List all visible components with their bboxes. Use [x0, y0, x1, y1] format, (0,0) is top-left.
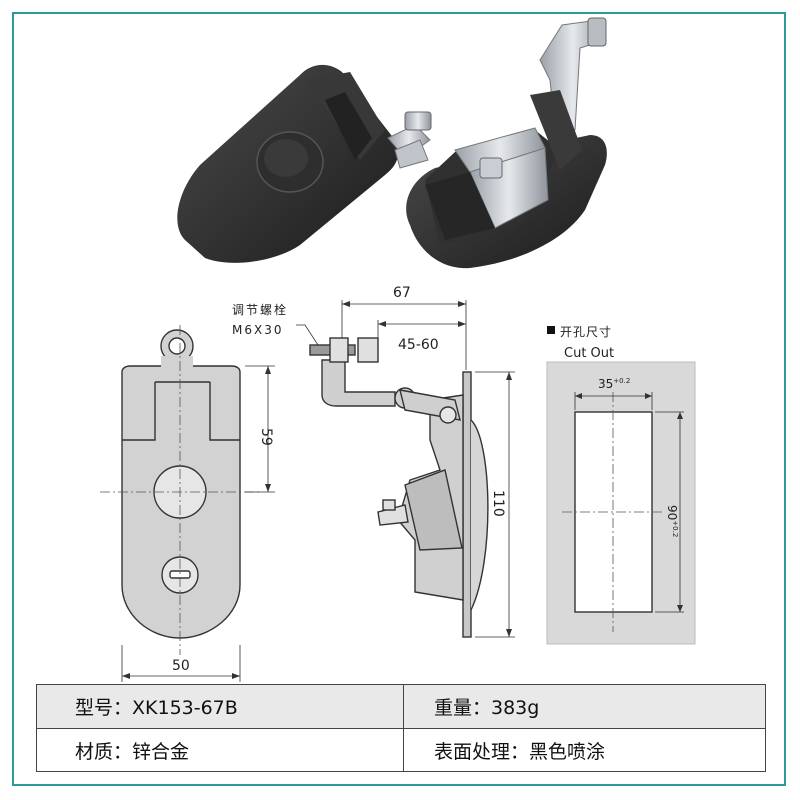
- dim-cutout-width: 35+0.2: [598, 377, 630, 391]
- side-view-drawing: [296, 300, 515, 638]
- dim-upper-height: 59: [258, 428, 274, 446]
- bolt-label-line2: M6X30: [232, 323, 283, 337]
- cutout-title: 开孔尺寸: [560, 325, 612, 339]
- cutout-subtitle: Cut Out: [564, 346, 614, 361]
- spec-finish: 表面处理：黑色喷涂: [403, 728, 765, 771]
- dim-adjust-range: 45-60: [398, 337, 439, 353]
- dim-body-height: 110: [490, 490, 506, 517]
- spec-model: 型号：XK153-67B: [37, 685, 403, 728]
- front-view-drawing: [100, 325, 275, 682]
- spec-material: 材质：锌合金: [37, 728, 403, 771]
- dim-cutout-height: 90+0.2: [665, 505, 679, 537]
- cutout-drawing: [546, 326, 696, 645]
- product-photo-front: [177, 64, 432, 263]
- dim-overall-depth: 67: [393, 285, 411, 301]
- dim-body-width: 50: [172, 658, 190, 674]
- spec-weight: 重量：383g: [403, 685, 765, 728]
- spec-table: 型号：XK153-67B 重量：383g 材质：锌合金 表面处理：黑色喷涂: [36, 684, 766, 772]
- bolt-label-line1: 调节螺栓: [232, 302, 288, 317]
- outer-frame: [12, 12, 786, 786]
- bullet-square-icon: [547, 326, 555, 334]
- product-photo-side: [406, 17, 607, 269]
